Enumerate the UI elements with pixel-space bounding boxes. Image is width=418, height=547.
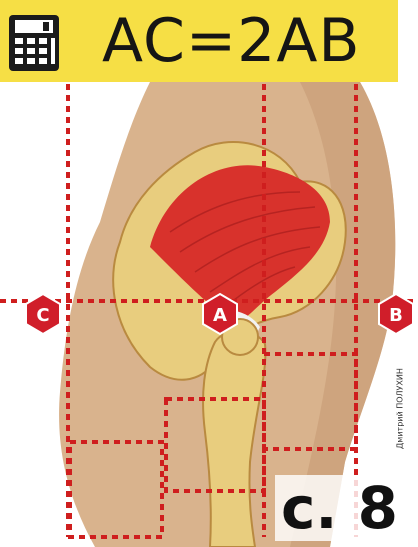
marker-c-label: C	[36, 305, 49, 326]
marker-b: B	[379, 294, 413, 334]
calculator-icon	[8, 14, 60, 72]
marker-c: C	[26, 294, 60, 334]
illustrator-credit: Дмитрий ПОЛУХИН	[394, 360, 406, 460]
title-bar: AC=2AB	[0, 0, 398, 82]
marker-a-label: A	[213, 305, 227, 326]
marker-b-label: B	[389, 305, 403, 326]
page-number: с. 8	[275, 475, 404, 541]
illustrator-credit-text: Дмитрий ПОЛУХИН	[396, 359, 405, 459]
equation-title: AC=2AB	[102, 6, 361, 76]
marker-a: A	[203, 294, 237, 334]
